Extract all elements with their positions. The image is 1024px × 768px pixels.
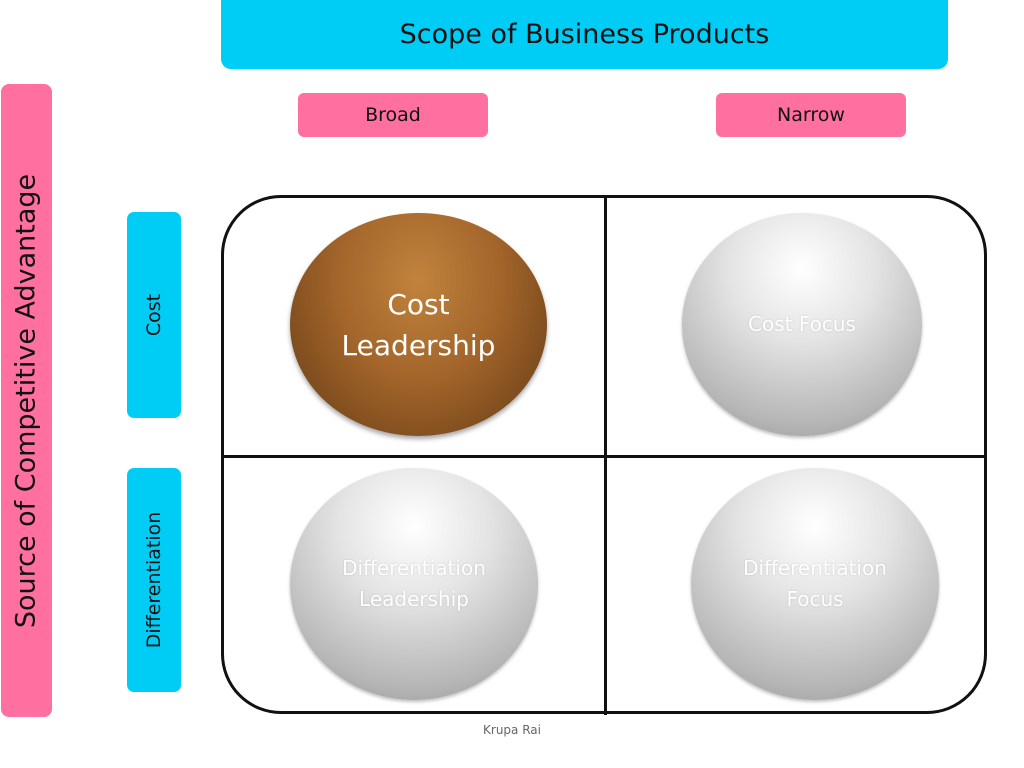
cell-label-cost-leadership: Cost Leadership (341, 287, 496, 362)
diagram-title: Scope of Business Products (399, 19, 770, 50)
side-title: Source of Competitive Advantage (10, 173, 42, 629)
column-label-narrow: Narrow (777, 104, 845, 126)
column-header-broad: Broad (298, 93, 488, 137)
row-header-cost (127, 212, 181, 418)
grid-divider-horizontal (223, 455, 987, 458)
cell-cost-leadership: Cost Leadership (290, 213, 547, 436)
cell-differentiation-focus: Differentiation Focus (691, 468, 939, 700)
row-header-differentiation (127, 468, 181, 692)
cell-cost-focus: Cost Focus (682, 213, 922, 436)
cell-differentiation-leadership: Differentiation Leadership (290, 468, 538, 700)
cell-label-differentiation-leadership: Differentiation Leadership (342, 556, 486, 611)
column-header-narrow: Narrow (716, 93, 906, 137)
column-label-broad: Broad (365, 104, 421, 126)
row-label-differentiation: Differentiation (143, 511, 165, 649)
cell-label-cost-focus: Cost Focus (748, 312, 856, 336)
row-label-cost: Cost (143, 293, 165, 337)
title-banner: Scope of Business Products (221, 0, 948, 69)
side-banner (1, 84, 52, 717)
cell-label-differentiation-focus: Differentiation Focus (743, 556, 887, 611)
footer-author: Krupa Rai (483, 723, 541, 737)
